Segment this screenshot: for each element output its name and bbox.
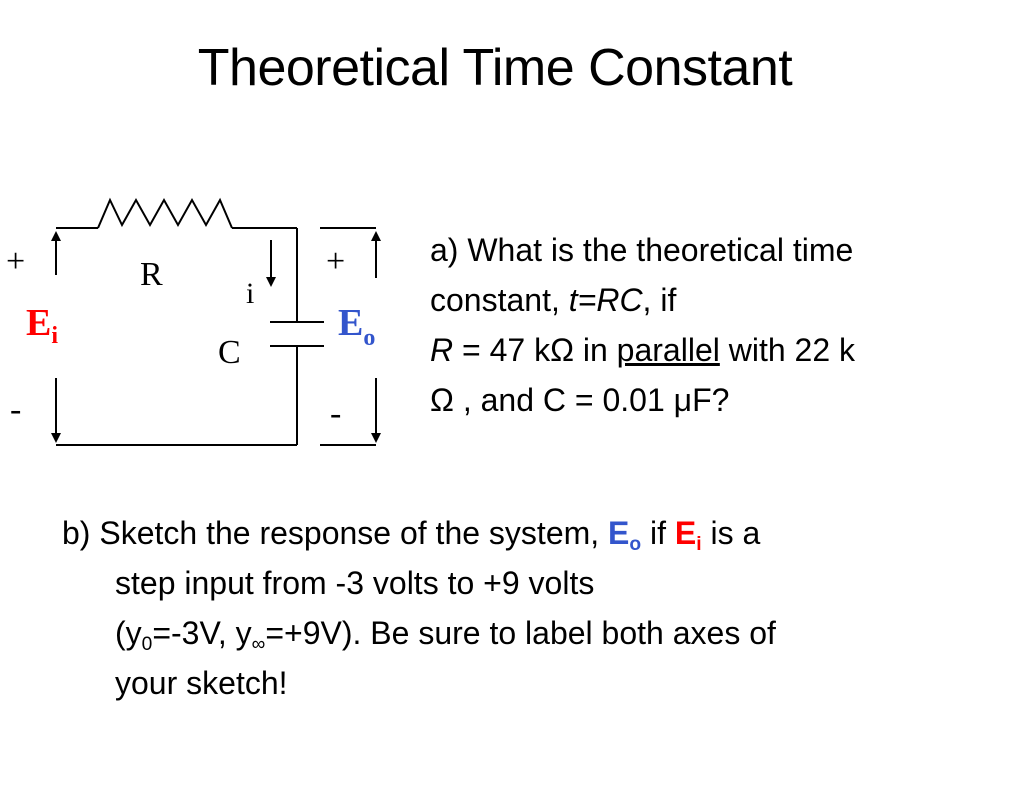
question-a-line-1: a) What is the theoretical time xyxy=(430,232,854,268)
question-a-line-2: constant, t=RC, if xyxy=(430,282,677,318)
output-ref: Eo xyxy=(608,515,642,555)
output-plus-sign: + xyxy=(326,243,345,280)
parallel-underlined: parallel xyxy=(616,332,720,368)
input-plus-sign: + xyxy=(6,243,25,280)
resistor-label: R xyxy=(140,256,163,293)
input-voltage-label: Ei xyxy=(26,302,58,349)
input-ref: Ei xyxy=(674,515,702,555)
question-b-line-2: step input from -3 volts to +9 volts xyxy=(115,565,595,601)
resistor-symbol xyxy=(97,197,233,229)
question-b: b) Sketch the response of the system, Eo… xyxy=(62,508,922,708)
question-b-line-3: (y0=-3V, y∞=+9V). Be sure to label both … xyxy=(115,615,776,655)
time-constant-formula: t=RC xyxy=(568,282,643,318)
capacitor-label: C xyxy=(218,334,241,371)
rc-circuit-diagram: + - Ei R i C + - Eo xyxy=(6,197,381,446)
page-title: Theoretical Time Constant xyxy=(197,39,793,97)
question-b-line-1: b) Sketch the response of the system, Eo… xyxy=(62,515,761,555)
current-label: i xyxy=(246,277,254,310)
question-a-line-4: Ω , and C = 0.01 μF? xyxy=(430,382,730,418)
question-b-line-4: your sketch! xyxy=(115,665,288,701)
question-a-line-3: R = 47 kΩ in parallel with 22 k xyxy=(430,332,856,368)
output-minus-sign: - xyxy=(330,395,341,432)
output-voltage-label: Eo xyxy=(338,302,375,351)
input-minus-sign: - xyxy=(10,391,21,428)
question-a: a) What is the theoretical time constant… xyxy=(430,225,990,425)
